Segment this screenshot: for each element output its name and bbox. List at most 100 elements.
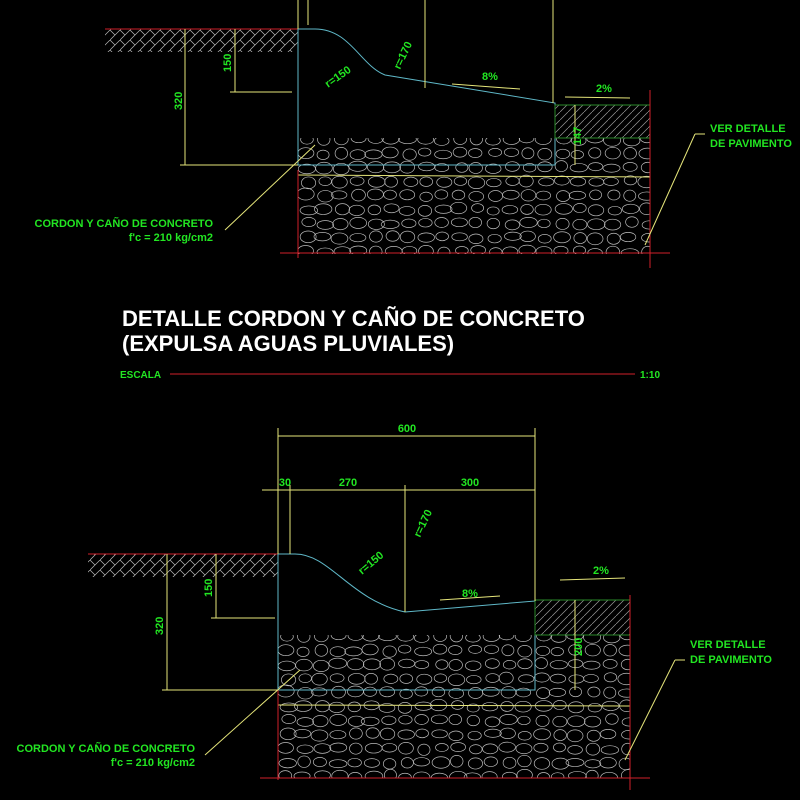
stone: [383, 203, 400, 214]
stone: [537, 234, 552, 244]
stone: [403, 176, 419, 187]
stone: [351, 188, 366, 202]
stone: [500, 686, 517, 699]
stone: [603, 138, 622, 147]
stone: [533, 728, 551, 741]
stone: [281, 673, 297, 687]
stone: [514, 700, 532, 713]
stone: [317, 138, 331, 146]
stone: [311, 672, 328, 686]
stone: [348, 204, 365, 216]
stone: [600, 771, 618, 778]
stone: [435, 743, 449, 752]
stone: [565, 758, 585, 767]
stone: [379, 686, 396, 698]
stone: [588, 147, 602, 159]
stone: [469, 744, 483, 755]
stone: [364, 770, 384, 778]
dim-slope-2: 2%: [593, 565, 609, 577]
stone: [498, 635, 515, 641]
stone: [397, 729, 415, 740]
stone: [317, 190, 334, 203]
stone: [485, 673, 500, 683]
dim-200: 200: [573, 638, 585, 656]
stone: [537, 218, 551, 229]
stone: [550, 772, 565, 778]
stone: [455, 162, 469, 173]
concrete-curb: [297, 28, 556, 166]
stone: [367, 161, 385, 174]
stone: [367, 218, 385, 230]
stone: [401, 218, 417, 228]
stone: [314, 770, 331, 778]
stone: [470, 245, 486, 254]
stone: [537, 161, 553, 173]
stone: [468, 687, 483, 699]
stone: [448, 659, 463, 671]
stone: [399, 673, 413, 684]
stone: [293, 729, 312, 739]
stone: [397, 702, 413, 714]
stone: [603, 177, 619, 186]
stone: [329, 646, 346, 657]
stone: [451, 189, 466, 201]
stone: [417, 138, 435, 145]
stone: [435, 231, 449, 242]
stone-base-bottom: [278, 635, 630, 778]
dim-600: 600: [398, 423, 416, 435]
stone: [399, 160, 415, 174]
stone: [517, 731, 532, 741]
stone: [433, 138, 450, 146]
stone: [517, 754, 532, 768]
concrete-curb: [277, 553, 536, 691]
stone: [399, 230, 416, 244]
stone: [330, 190, 348, 200]
stone: [298, 147, 315, 160]
stone: [569, 176, 587, 187]
stone: [379, 727, 396, 741]
dim-r150: r=150: [356, 549, 386, 577]
stone: [314, 203, 333, 215]
stone: [499, 714, 518, 725]
scale-value: 1:10: [640, 370, 660, 381]
stone: [434, 163, 450, 172]
stone: [572, 218, 588, 231]
bottom-detail: 600 30 270 300 320 150 r=150 r=170 8% 2%…: [17, 423, 772, 790]
stone: [364, 758, 380, 768]
stone: [623, 138, 641, 147]
ground-hatch: [105, 29, 298, 52]
stone: [603, 686, 617, 699]
stone: [553, 231, 571, 244]
stone: [450, 217, 468, 228]
stone: [505, 176, 520, 186]
stone: [332, 218, 349, 231]
stone: [504, 219, 520, 231]
stone: [549, 660, 568, 670]
stone: [483, 756, 498, 767]
stone: [481, 702, 499, 712]
stone: [298, 245, 314, 254]
dim-320: 320: [154, 617, 166, 635]
stone: [448, 730, 464, 741]
stone: [331, 685, 346, 699]
stone: [331, 769, 349, 778]
stone: [555, 218, 570, 230]
stone: [363, 686, 377, 697]
stone: [503, 147, 520, 157]
stone: [602, 659, 618, 669]
stone: [500, 701, 514, 712]
stone: [349, 217, 368, 229]
stone: [448, 713, 462, 726]
stone: [297, 687, 314, 700]
stone: [471, 203, 485, 213]
dim-r170: r=170: [412, 508, 435, 539]
stone: [367, 176, 386, 188]
stone: [502, 771, 517, 778]
stone: [556, 190, 571, 202]
stone: [599, 757, 617, 769]
stone: [517, 715, 531, 726]
stone: [603, 635, 621, 644]
stone: [566, 729, 584, 743]
stone: [299, 205, 319, 216]
stone: [349, 742, 363, 755]
